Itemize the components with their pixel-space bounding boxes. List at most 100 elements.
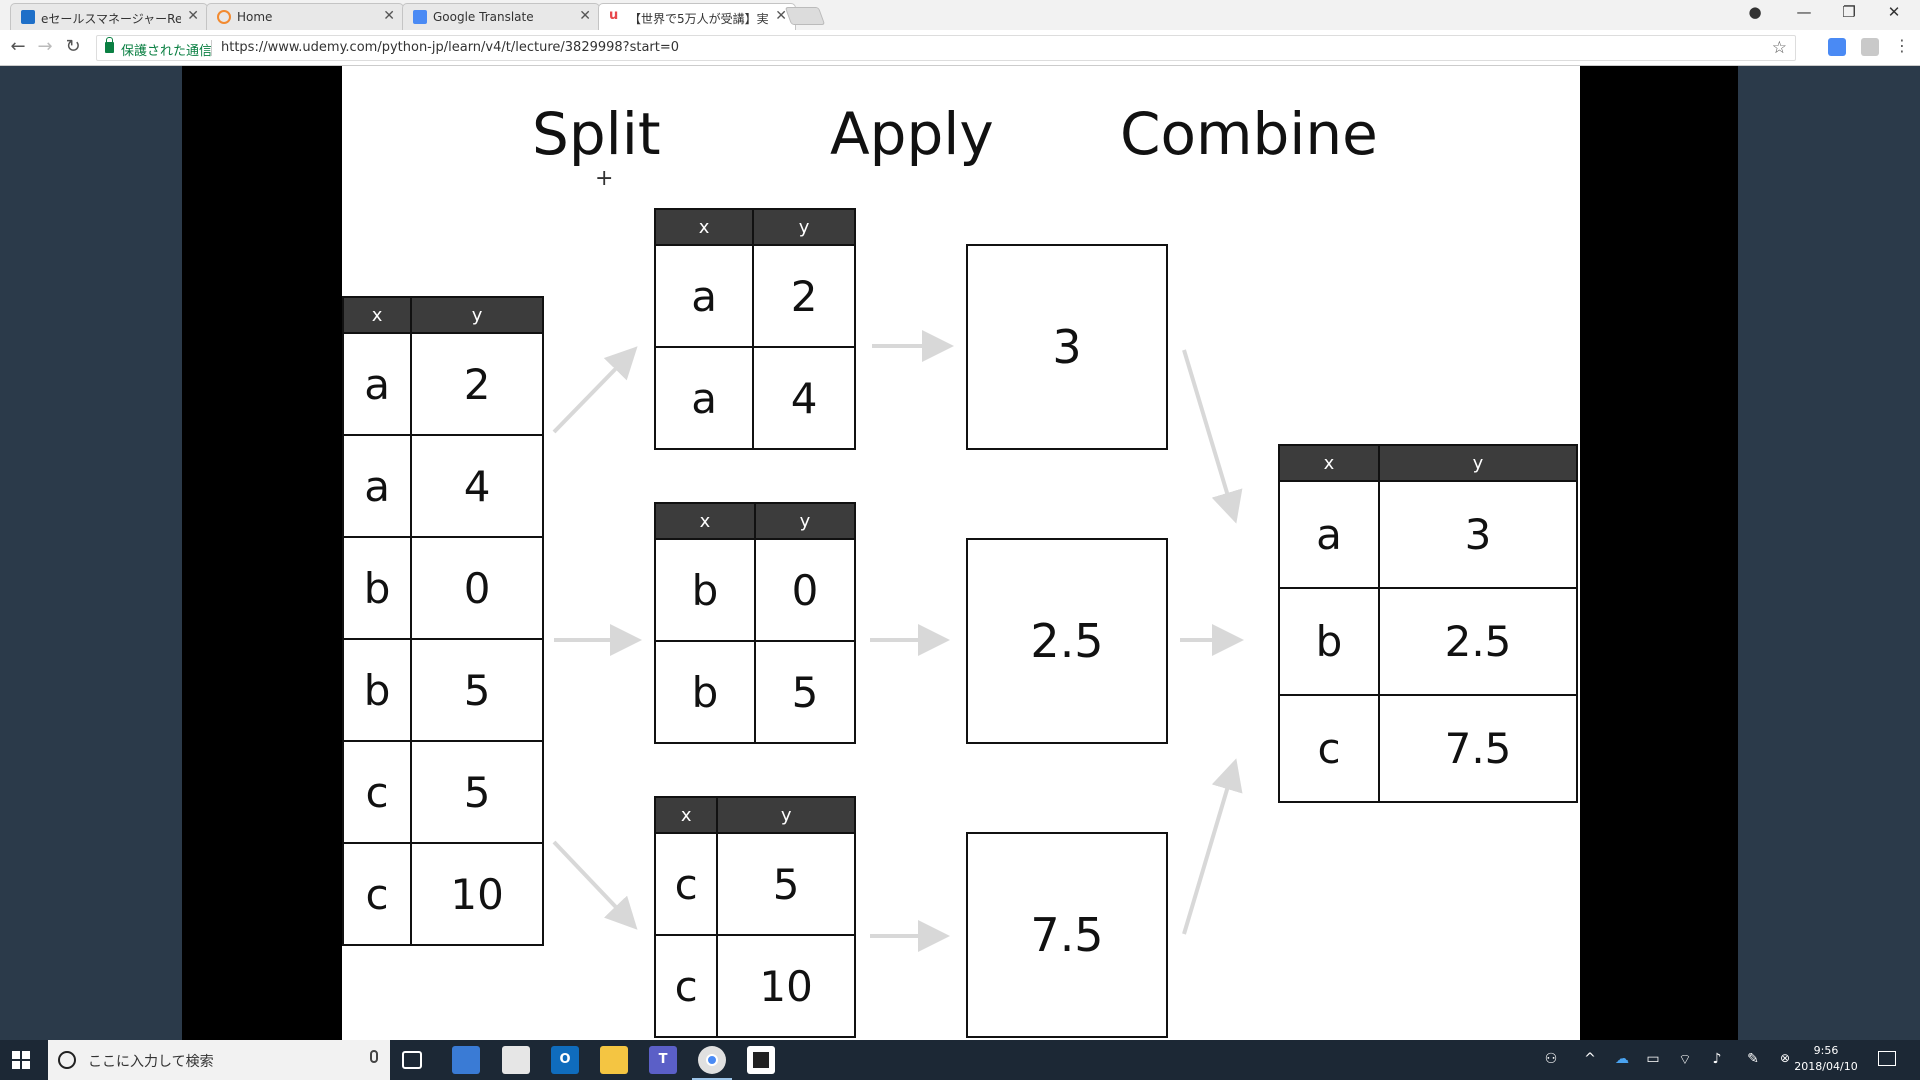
browser-tab-eseles[interactable]: eセールスマネージャーRemix ✕ — [10, 3, 208, 30]
video-player[interactable]: Split Apply Combine + — [182, 66, 1738, 1040]
bookmark-star-icon[interactable]: ☆ — [1771, 38, 1787, 58]
split-arrow-a — [552, 346, 638, 434]
taskbar-clock[interactable]: 9:56 2018/04/10 — [1786, 1043, 1866, 1075]
new-tab-button[interactable] — [784, 7, 826, 25]
cell-y: 4 — [752, 346, 856, 450]
windows-taskbar: ここに入力して検索 O T ⚇ ^ ☁ ▭ ⌔ ♪ ✎ ⊗ 9:56 2018/… — [0, 1040, 1920, 1080]
cell-x: b — [654, 640, 756, 744]
people-icon[interactable]: ⚇ — [1544, 1051, 1558, 1067]
column-header-y: y — [1378, 444, 1578, 482]
cell-x: c — [1278, 694, 1380, 803]
microphone-icon[interactable] — [370, 1050, 378, 1063]
browser-tab-google-translate[interactable]: Google Translate ✕ — [402, 3, 600, 30]
omnibox-divider — [211, 40, 212, 56]
battery-icon[interactable]: ▭ — [1646, 1051, 1660, 1067]
apply-result-b: 2.5 — [966, 538, 1168, 744]
cell-y: 7.5 — [1378, 694, 1578, 803]
volume-icon[interactable]: ♪ — [1712, 1051, 1722, 1067]
column-header-y: y — [753, 502, 857, 540]
browser-tab-home[interactable]: Home ✕ — [206, 3, 404, 30]
taskbar-search-box[interactable]: ここに入力して検索 — [48, 1040, 390, 1080]
chrome-menu-icon[interactable]: ⋮ — [1894, 36, 1910, 55]
apply-result-a: 3 — [966, 244, 1168, 450]
back-arrow-icon[interactable]: ← — [10, 36, 26, 57]
address-bar[interactable]: 保護された通信 https://www.udemy.com/python-jp/… — [96, 35, 1796, 61]
home-favicon-icon — [217, 10, 231, 24]
column-header-x: x — [654, 502, 756, 540]
cell-y: 2 — [752, 244, 856, 348]
profile-icon[interactable]: ● — [1748, 3, 1762, 21]
tab-title: Home — [237, 10, 273, 24]
file-explorer-icon[interactable] — [600, 1046, 628, 1074]
heading-apply: Apply — [830, 100, 994, 168]
cell-x: b — [342, 536, 413, 640]
browser-tab-udemy-active[interactable]: u 【世界で5万人が受講】実践 ✕ — [598, 3, 796, 30]
cell-y: 4 — [410, 434, 544, 538]
google-translate-favicon-icon — [413, 10, 427, 24]
windows-start-icon[interactable] — [12, 1051, 30, 1069]
close-tab-icon[interactable]: ✕ — [383, 8, 395, 24]
eseles-favicon-icon — [21, 10, 35, 24]
cell-x: b — [342, 638, 413, 742]
flow-arrows — [552, 330, 1244, 952]
minimize-button[interactable]: — — [1796, 3, 1812, 21]
restore-button[interactable]: ❐ — [1842, 3, 1856, 21]
column-header-y: y — [752, 208, 856, 246]
close-tab-icon[interactable]: ✕ — [579, 8, 591, 24]
cell-y: 0 — [753, 538, 857, 642]
cell-x: a — [653, 244, 755, 348]
tab-title: eセールスマネージャーRemix — [41, 12, 181, 26]
tab-title: 【世界で5万人が受講】実践 — [629, 12, 769, 26]
teams-icon[interactable]: T — [649, 1046, 677, 1074]
cell-y: 10 — [410, 842, 544, 946]
cell-x: b — [654, 538, 756, 642]
chrome-icon[interactable] — [692, 1046, 732, 1080]
close-window-button[interactable]: ✕ — [1887, 3, 1901, 21]
crosshair-cursor-icon: + — [595, 166, 614, 191]
pen-workspace-icon[interactable]: ✎ — [1747, 1051, 1759, 1067]
search-placeholder: ここに入力して検索 — [88, 1054, 214, 1070]
reload-icon[interactable]: ↻ — [65, 36, 81, 57]
close-tab-icon[interactable]: ✕ — [187, 8, 199, 24]
pdf-extension-icon[interactable] — [1861, 38, 1879, 56]
status-close-icon[interactable]: ⊗ — [1779, 1051, 1791, 1065]
cell-y: 3 — [1378, 480, 1578, 589]
cell-x: a — [342, 332, 413, 436]
outlook-icon[interactable]: O — [551, 1046, 579, 1074]
column-header-x: x — [653, 796, 719, 834]
column-header-x: x — [342, 296, 413, 334]
translate-extension-icon[interactable] — [1828, 38, 1846, 56]
show-hidden-icons-icon[interactable]: ^ — [1584, 1051, 1596, 1067]
cell-y: 5 — [410, 740, 544, 844]
cell-x: a — [342, 434, 413, 538]
cell-y: 2.5 — [1378, 587, 1578, 696]
task-view-icon[interactable] — [402, 1051, 422, 1069]
mail-icon[interactable] — [502, 1046, 530, 1074]
action-center-icon[interactable] — [1878, 1051, 1896, 1066]
onedrive-icon[interactable]: ☁ — [1615, 1051, 1629, 1067]
close-tab-icon[interactable]: ✕ — [775, 8, 787, 24]
wifi-icon[interactable]: ⌔ — [1678, 1052, 1692, 1068]
sticky-notes-icon[interactable] — [747, 1046, 775, 1074]
combine-arrow-a — [1182, 349, 1243, 524]
clock-date: 2018/04/10 — [1794, 1060, 1858, 1073]
tab-strip: eセールスマネージャーRemix ✕ Home ✕ Google Transla… — [0, 0, 1920, 30]
store-icon[interactable] — [452, 1046, 480, 1074]
cell-x: c — [653, 832, 719, 936]
chrome-center-icon — [706, 1054, 718, 1066]
forward-arrow-icon[interactable]: → — [37, 36, 53, 57]
combine-arrow-c — [1182, 758, 1243, 935]
tab-title: Google Translate — [433, 10, 534, 24]
cell-x: c — [342, 842, 413, 946]
